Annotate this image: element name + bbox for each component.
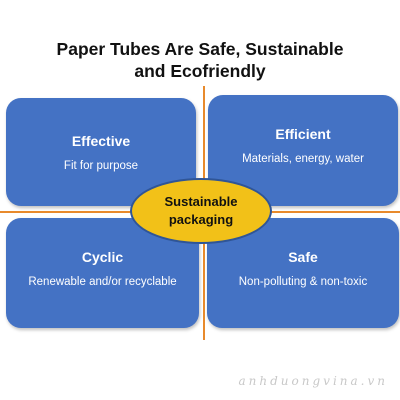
diagram-title: Paper Tubes Are Safe, Sustainable and Ec… xyxy=(0,38,400,82)
center-label-line-1: Sustainable xyxy=(164,194,238,209)
quadrant-heading: Effective xyxy=(71,133,131,149)
center-label-line-2: packaging xyxy=(168,212,234,227)
quadrant-description: Fit for purpose xyxy=(63,160,139,172)
quadrant-description: Materials, energy, water xyxy=(242,153,364,165)
watermark: anhduongvina.vn xyxy=(238,374,388,388)
quadrant-heading: Safe xyxy=(288,249,318,265)
quadrant-heading: Efficient xyxy=(275,126,331,142)
title-line-1: Paper Tubes Are Safe, Sustainable xyxy=(56,39,344,59)
quadrant-description: Non-polluting & non-toxic xyxy=(238,276,368,288)
quadrant-heading: Cyclic xyxy=(81,249,124,265)
quadrant-description: Renewable and/or recyclable xyxy=(28,276,177,288)
center-ellipse: Sustainable packaging xyxy=(130,178,272,244)
title-line-2: and Ecofriendly xyxy=(134,61,266,81)
